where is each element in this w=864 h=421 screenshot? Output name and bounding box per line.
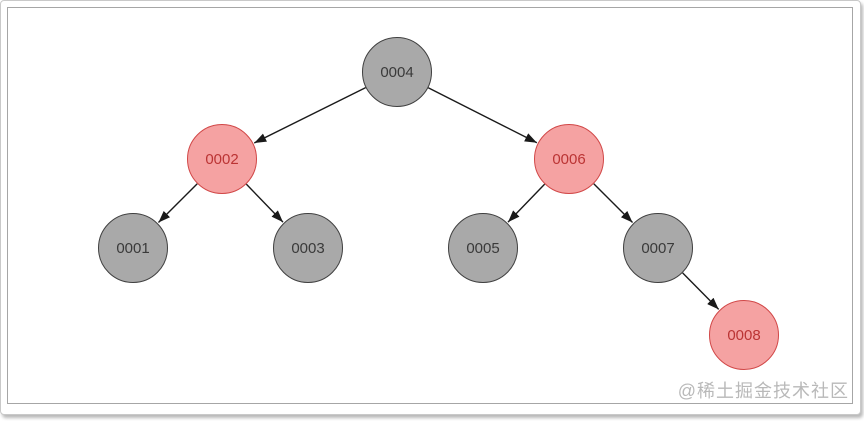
tree-node-label: 0006: [552, 150, 586, 168]
tree-node-0006: 0006: [534, 124, 604, 194]
tree-node-0005: 0005: [448, 213, 518, 283]
tree-edges: [157, 86, 720, 310]
tree-node-0003: 0003: [273, 213, 343, 283]
tree-edge-0002-0003: [245, 183, 284, 223]
tree-node-label: 0002: [205, 150, 239, 168]
tree-node-label: 0001: [116, 239, 150, 257]
diagram-canvas: 0004 0002 0006 0001 0003 0005 0007 0008 @稀土掘金技术…: [7, 7, 853, 404]
tree-edge-0006-0007: [593, 183, 634, 224]
tree-node-0007: 0007: [623, 213, 693, 283]
watermark: @稀土掘金技术社区: [677, 381, 849, 401]
tree-edge-0006-0005: [507, 183, 546, 223]
tree-node-0008: 0008: [709, 300, 779, 370]
tree-edge-0004-0006: [427, 87, 538, 144]
tree-edge-0002-0001: [157, 183, 198, 224]
tree-node-label: 0008: [727, 326, 761, 344]
tree-node-0001: 0001: [98, 213, 168, 283]
tree-edge-0007-0008: [682, 272, 720, 310]
tree-node-label: 0003: [291, 239, 325, 257]
edges-layer: [157, 86, 720, 310]
tree-edge-0004-0002: [253, 86, 366, 144]
tree-node-label: 0005: [466, 239, 500, 257]
tree-node-label: 0007: [641, 239, 675, 257]
tree-node-0004: 0004: [362, 37, 432, 107]
tree-node-label: 0004: [380, 63, 414, 81]
tree-node-0002: 0002: [187, 124, 257, 194]
